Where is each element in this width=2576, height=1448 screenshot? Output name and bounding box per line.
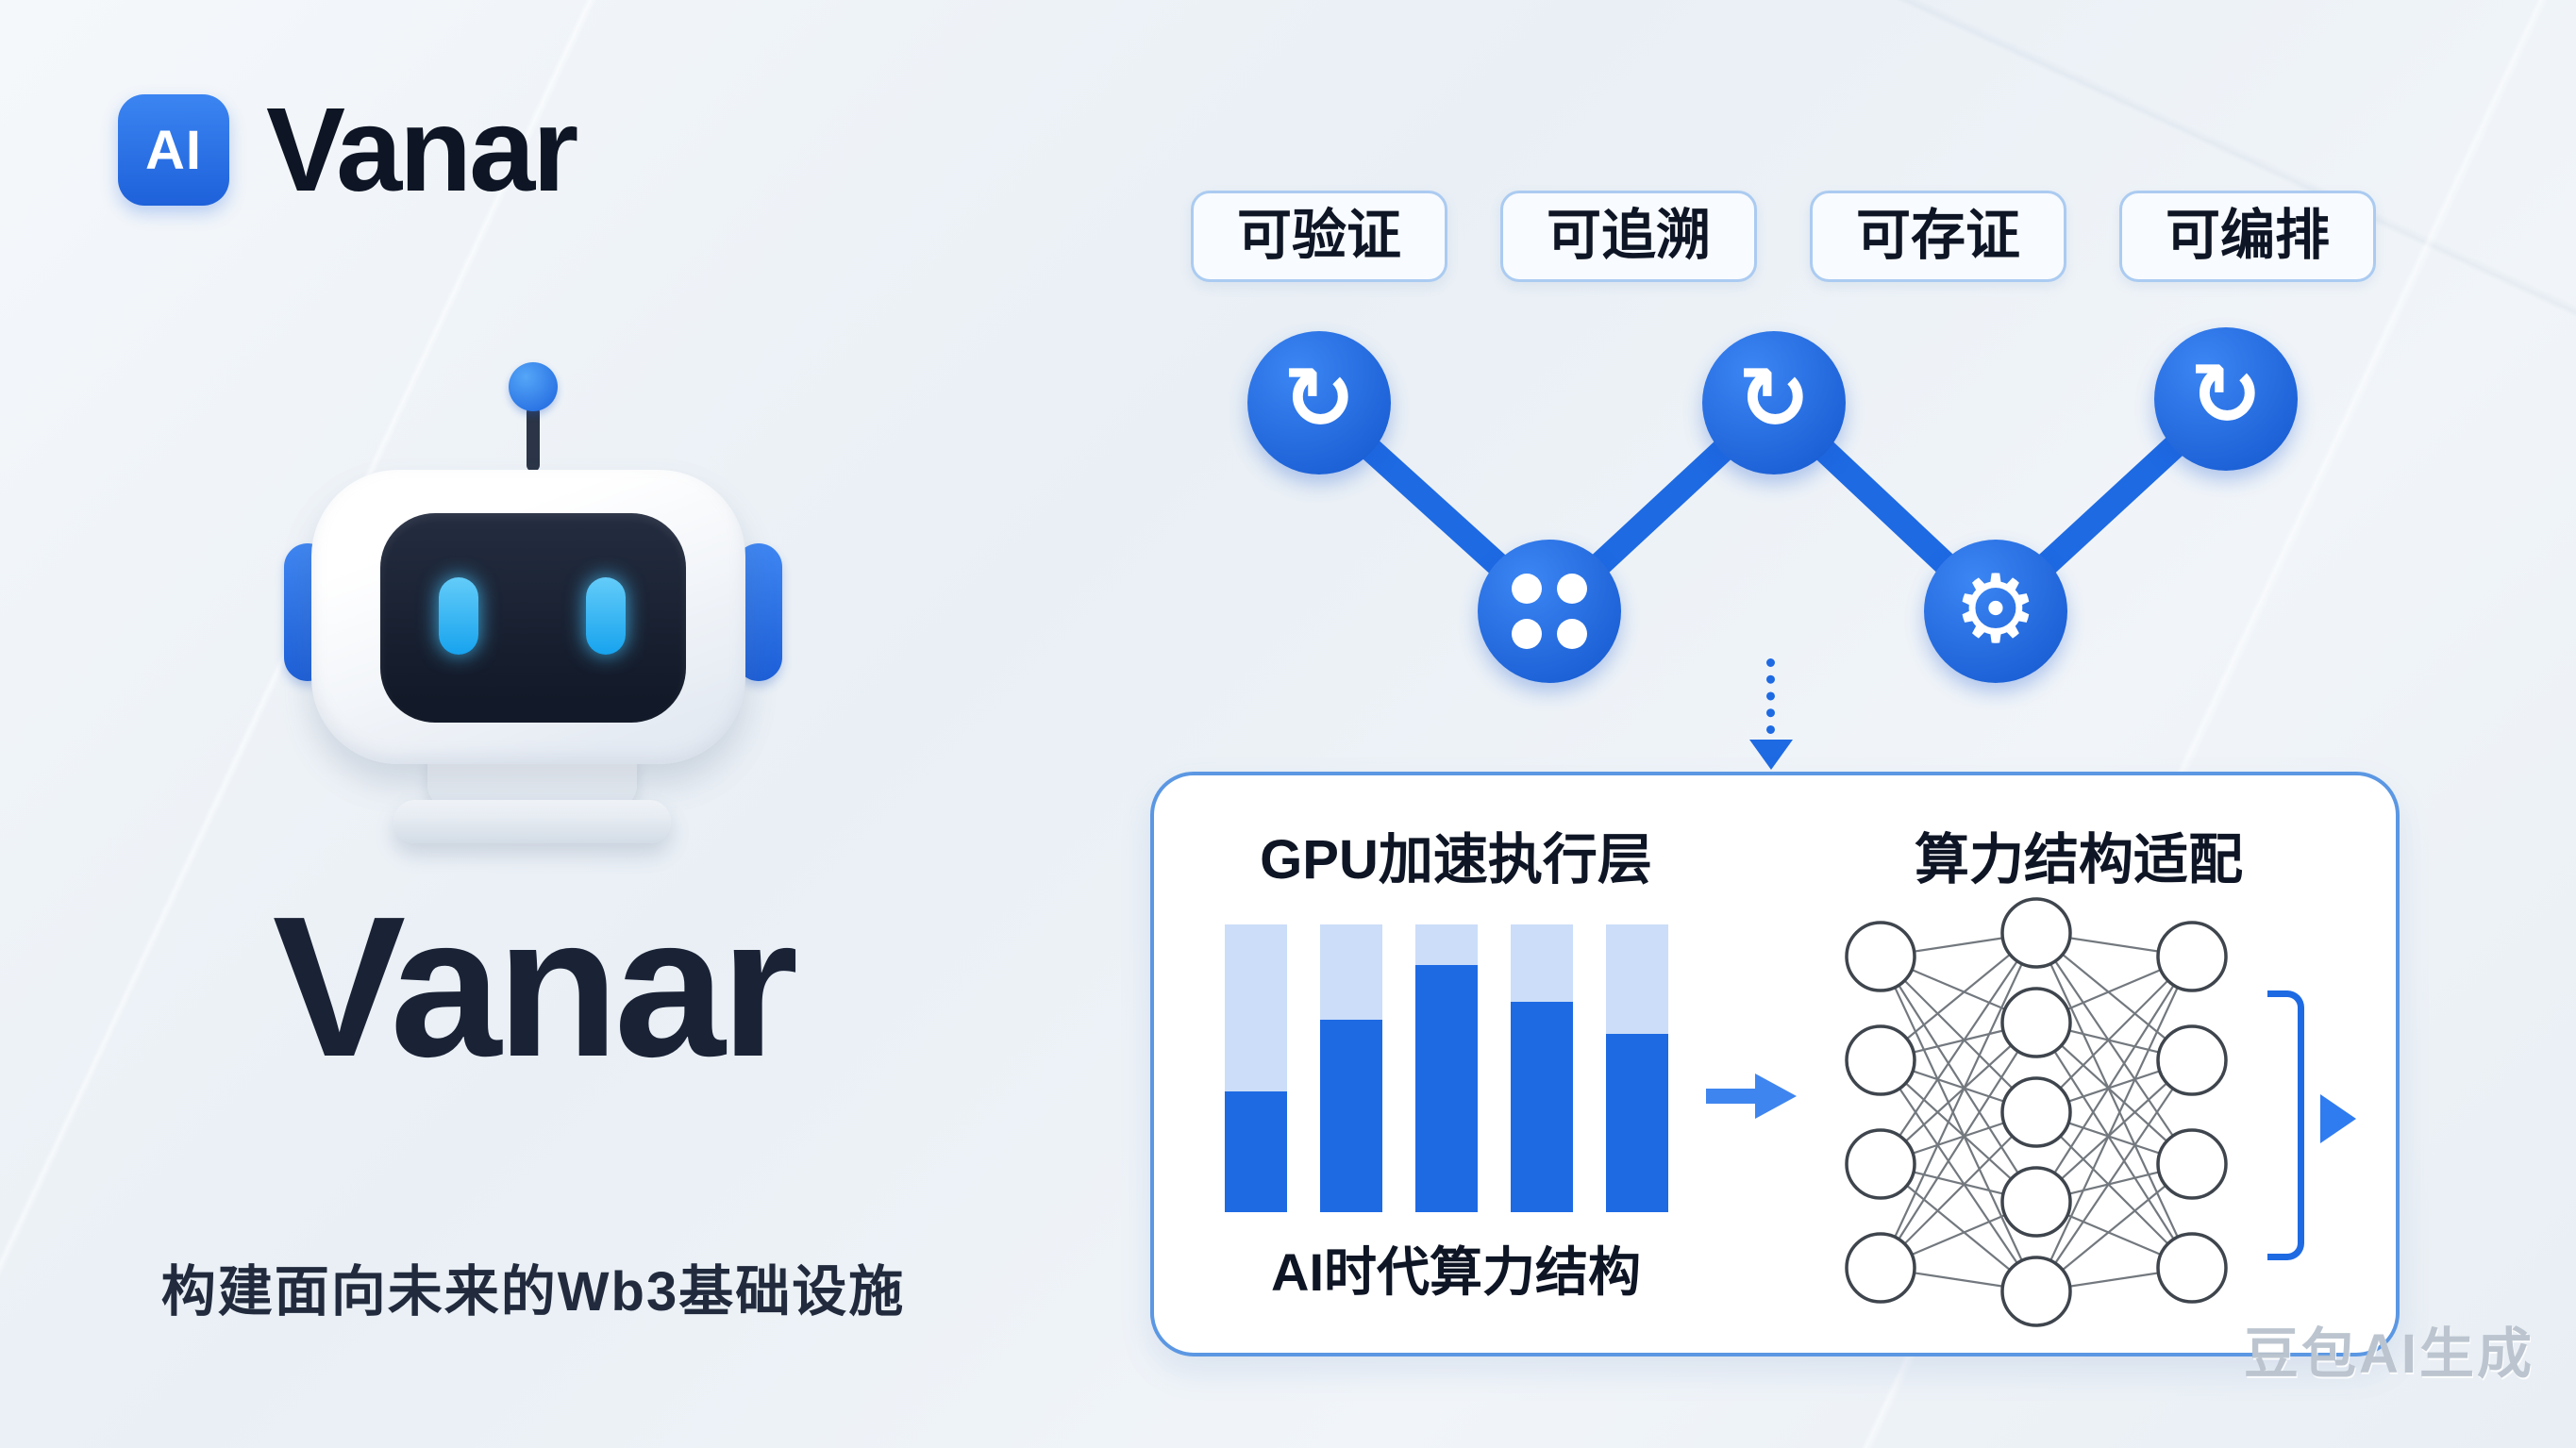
brand-name: Vanar bbox=[266, 83, 578, 216]
flow-node: ↻ bbox=[2154, 327, 2298, 471]
gpu-bar-fill bbox=[1320, 1019, 1382, 1212]
gpu-bar-fill bbox=[1225, 1090, 1287, 1212]
gpu-bar-fill bbox=[1606, 1033, 1668, 1212]
bracket-shape bbox=[2267, 990, 2304, 1260]
flow-node: ⚙ bbox=[1924, 540, 2067, 683]
gpu-bar-chart bbox=[1225, 924, 1668, 1212]
gpu-bar bbox=[1606, 924, 1668, 1212]
brand-logo-text: AI bbox=[145, 119, 202, 181]
flow-node bbox=[1478, 540, 1621, 683]
refresh-icon: ↻ bbox=[1282, 351, 1356, 447]
grid-dots-icon bbox=[1512, 574, 1587, 649]
down-arrow-head-icon bbox=[1749, 740, 1793, 770]
right-arrow-icon bbox=[1706, 1074, 1797, 1119]
refresh-icon: ↻ bbox=[1737, 351, 1811, 447]
tagline: 构建面向未来的Wb3基础设施 bbox=[160, 1261, 906, 1323]
robot-eye-right bbox=[586, 577, 626, 655]
robot-antenna-ball bbox=[509, 362, 558, 411]
robot-base bbox=[393, 800, 671, 843]
gpu-bar bbox=[1320, 924, 1382, 1212]
feature-badges: 可验证 可追溯 可存证 可编排 bbox=[1191, 191, 2377, 282]
gpu-bar-fill bbox=[1511, 1002, 1573, 1212]
architecture-panel: GPU加速执行层 AI时代算力结构 算力结构适配 bbox=[1150, 772, 2400, 1356]
gpu-bar bbox=[1415, 924, 1478, 1212]
robot-mascot bbox=[278, 358, 788, 868]
brand-logo: AI bbox=[118, 94, 229, 206]
robot-antenna-stem bbox=[527, 406, 540, 472]
bracket-arrow-icon bbox=[2320, 1094, 2356, 1143]
gpu-chart-caption: AI时代算力结构 bbox=[1271, 1242, 1641, 1302]
badge-verifiable: 可验证 bbox=[1191, 191, 1448, 282]
badge-attestable: 可存证 bbox=[1810, 191, 2067, 282]
product-name: Vanar bbox=[272, 874, 799, 1098]
gpu-bar-fill bbox=[1415, 964, 1478, 1212]
adapt-title: 算力结构适配 bbox=[1914, 829, 2243, 890]
gear-icon: ⚙ bbox=[1953, 557, 2038, 662]
gpu-bar bbox=[1511, 924, 1573, 1212]
gpu-layer-title: GPU加速执行层 bbox=[1260, 829, 1652, 890]
badge-orchestratable: 可编排 bbox=[2119, 191, 2377, 282]
watermark: 豆包AI生成 bbox=[2244, 1323, 2535, 1385]
robot-eye-left bbox=[439, 577, 478, 655]
flow-node: ↻ bbox=[1247, 331, 1391, 474]
robot-face-screen bbox=[380, 513, 686, 723]
gpu-bar bbox=[1225, 924, 1287, 1212]
refresh-icon: ↻ bbox=[2189, 347, 2263, 443]
flow-node: ↻ bbox=[1702, 331, 1846, 474]
badge-traceable: 可追溯 bbox=[1500, 191, 1758, 282]
neural-network-diagram bbox=[1845, 897, 2228, 1327]
down-arrow bbox=[1766, 658, 1775, 734]
